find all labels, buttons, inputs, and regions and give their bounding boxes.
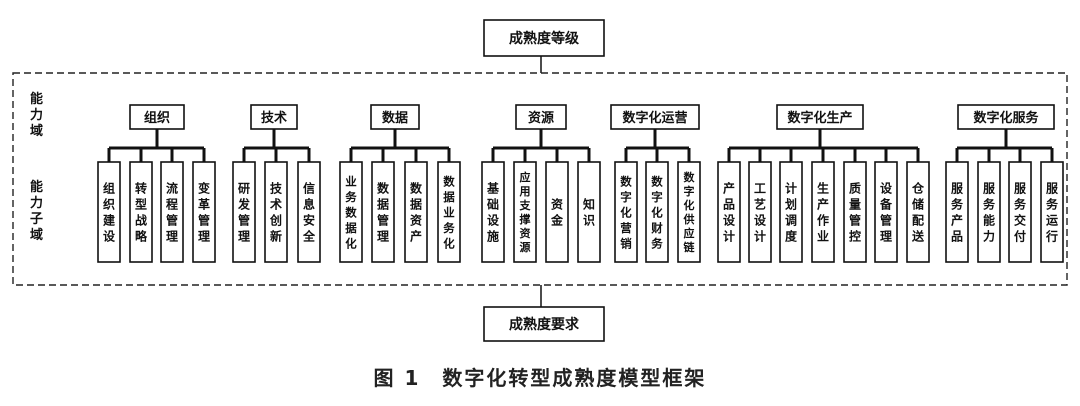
subdomain-box <box>677 161 701 263</box>
row-label-subdomain: 能 力 子 域 <box>30 179 48 243</box>
subdomain-box <box>843 161 867 263</box>
subdomain-box <box>945 161 969 263</box>
subdomain-box <box>614 161 638 263</box>
subdomain-label: 数据资产 <box>410 181 423 244</box>
subdomain-label: 仓储配送 <box>911 181 925 244</box>
subdomain-box <box>779 161 803 263</box>
subdomain-box <box>513 161 537 263</box>
subdomain-label: 数据管理 <box>377 181 390 244</box>
domain-label: 组织 <box>144 110 170 126</box>
subdomain-box <box>129 161 153 263</box>
maturity-requirement-label: 成熟度要求 <box>509 316 580 333</box>
subdomain-box <box>977 161 1001 263</box>
subdomain-label: 服务运行 <box>1045 181 1059 244</box>
domain-label: 数字化运营 <box>622 110 687 126</box>
subdomain-box <box>264 161 288 263</box>
subdomain-box <box>297 161 321 263</box>
maturity-level-node <box>483 19 605 57</box>
subdomain-label: 服务能力 <box>983 181 996 244</box>
figure-caption: 图 1 数字化转型成熟度模型框架 <box>373 366 707 390</box>
subdomain-box <box>339 161 363 263</box>
row-label-domain: 能 力 域 <box>30 91 48 139</box>
subdomain-box <box>1008 161 1032 263</box>
subdomain-box <box>97 161 121 263</box>
subdomain-box <box>577 161 601 263</box>
subdomain-label: 变革管理 <box>198 181 210 244</box>
subdomain-label: 资金 <box>550 197 564 228</box>
subdomain-box <box>906 161 930 263</box>
subdomain-label: 设备管理 <box>879 181 893 244</box>
subdomain-label: 生产作业 <box>817 181 829 244</box>
subdomain-label: 数据业务化 <box>443 174 455 250</box>
subdomain-label: 工艺设计 <box>754 182 767 244</box>
subdomain-label: 基础设施 <box>486 181 500 244</box>
domain-groups: 组织组织建设转型战略流程管理变革管理技术研发管理技术创新信息安全数据业务数据化数… <box>97 104 1064 263</box>
subdomain-box <box>437 161 461 263</box>
subdomain-box <box>874 161 898 263</box>
subdomain-label: 产品设计 <box>723 181 736 244</box>
domain-box <box>610 104 700 130</box>
subdomain-box <box>748 161 772 263</box>
subdomain-label: 质量管控 <box>849 181 861 244</box>
domain-box <box>129 104 185 130</box>
subdomain-box <box>192 161 216 263</box>
subdomain-box <box>232 161 256 263</box>
subdomain-label: 数字化财务 <box>650 174 663 250</box>
subdomain-box <box>1040 161 1064 263</box>
domain-label: 技术 <box>261 110 287 126</box>
maturity-requirement-node <box>483 306 605 342</box>
subdomain-label: 业务数据化 <box>345 174 357 250</box>
framework-border <box>12 72 1068 286</box>
maturity-level-label: 成熟度等级 <box>509 30 580 47</box>
domain-label: 数字化生产 <box>787 110 852 126</box>
subdomain-box <box>371 161 395 263</box>
subdomain-label: 服务交付 <box>1014 181 1027 244</box>
subdomain-label: 组织建设 <box>102 181 116 244</box>
domain-box <box>957 104 1055 130</box>
domain-label: 资源 <box>528 110 554 126</box>
subdomain-label: 流程管理 <box>166 181 178 244</box>
subdomain-label: 知识 <box>582 197 595 228</box>
subdomain-label: 数字化供应链 <box>683 170 696 254</box>
subdomain-label: 技术创新 <box>269 181 283 244</box>
subdomain-box <box>811 161 835 263</box>
subdomain-label: 研发管理 <box>237 182 251 244</box>
domain-label: 数字化服务 <box>973 110 1039 126</box>
subdomain-box <box>160 161 184 263</box>
subdomain-label: 计划调度 <box>785 181 798 244</box>
subdomain-box <box>481 161 505 263</box>
subdomain-label: 信息安全 <box>302 181 316 244</box>
domain-label: 数据 <box>382 110 408 126</box>
subdomain-label: 应用支撑资源 <box>519 170 532 254</box>
subdomain-label: 转型战略 <box>135 181 148 244</box>
subdomain-label: 服务产品 <box>951 181 964 244</box>
subdomain-box <box>717 161 741 263</box>
subdomain-box <box>645 161 669 263</box>
subdomain-box <box>545 161 569 263</box>
subdomain-label: 数字化营销 <box>620 174 632 250</box>
subdomain-box <box>404 161 428 263</box>
